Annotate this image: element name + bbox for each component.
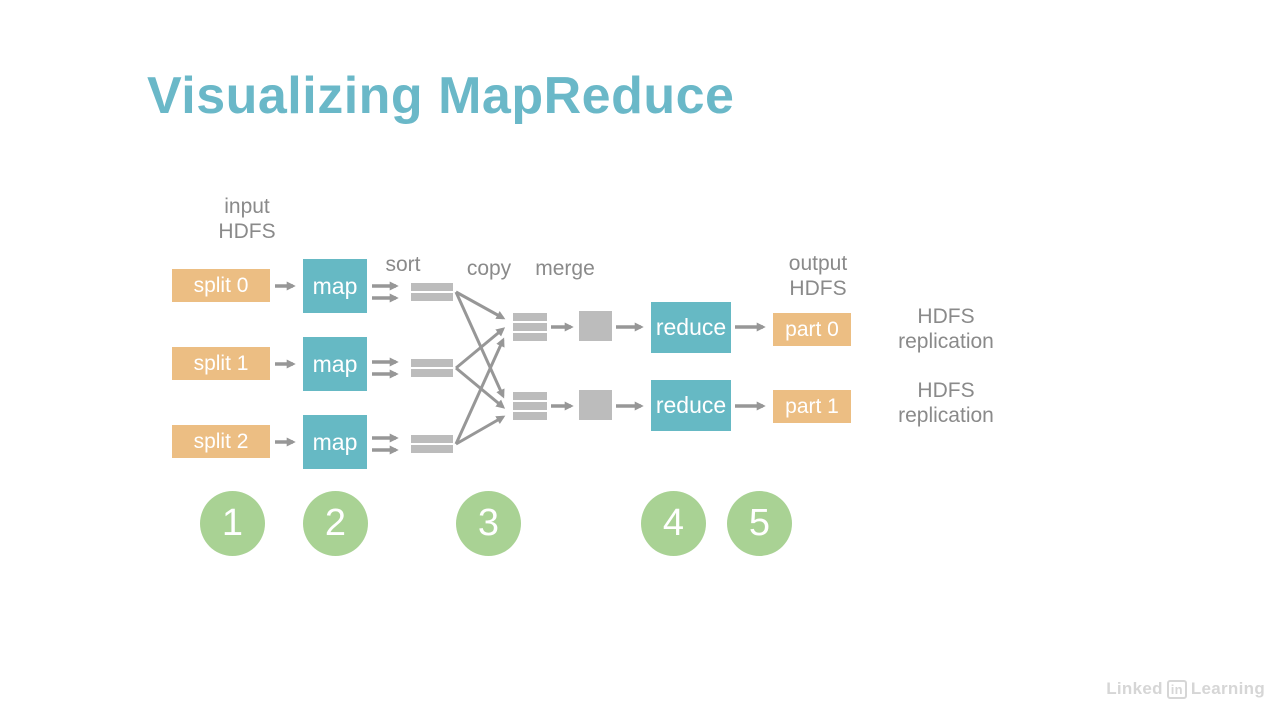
- reduce-0-box: reduce: [651, 302, 731, 353]
- merged-file-square-bottom: [579, 390, 612, 420]
- step-circle-4: 4: [641, 491, 706, 556]
- arrow-copy-s2-m0: [454, 337, 505, 445]
- data-bar: [513, 392, 547, 400]
- merged-file-square-top: [579, 311, 612, 341]
- step-circle-1: 1: [200, 491, 265, 556]
- page-title: Visualizing MapReduce: [147, 67, 735, 125]
- hdfs-replication-bottom-line2: replication: [898, 404, 994, 427]
- arrow-copy-s2-m1: [455, 415, 506, 446]
- step-circle-3: 3: [456, 491, 521, 556]
- hdfs-replication-top-line1: HDFS: [917, 305, 975, 328]
- arrow-copy-s0-m1: [454, 291, 505, 399]
- data-bar: [411, 293, 453, 301]
- map-0-box: map: [303, 259, 367, 313]
- merge-stack-bottom: [513, 392, 547, 420]
- arrow-copy-s1-m0: [455, 327, 506, 370]
- arrow-copy-s0-m0: [455, 290, 506, 320]
- data-bar: [411, 359, 453, 367]
- output-hdfs-line2: HDFS: [789, 277, 847, 300]
- hdfs-replication-label-bottom: HDFS replication: [891, 378, 1001, 428]
- input-hdfs-line2: HDFS: [218, 220, 276, 243]
- linkedin-in-icon: in: [1166, 679, 1187, 699]
- logo-linked-text: Linked: [1106, 679, 1163, 698]
- data-bar: [411, 435, 453, 443]
- data-bar: [411, 445, 453, 453]
- hdfs-replication-top-line2: replication: [898, 330, 994, 353]
- arrow-copy-s1-m1: [455, 366, 506, 409]
- linkedin-learning-logo: Linked in Learning: [1106, 679, 1265, 699]
- split-1-box: split 1: [172, 347, 270, 380]
- sort-label: sort: [385, 253, 421, 276]
- sort-stack-2: [411, 435, 453, 453]
- output-hdfs-line1: output: [788, 252, 848, 275]
- data-bar: [513, 313, 547, 321]
- map-2-box: map: [303, 415, 367, 469]
- sort-stack-0: [411, 283, 453, 301]
- data-bar: [513, 323, 547, 331]
- input-hdfs-label: input HDFS: [197, 194, 297, 244]
- data-bar: [513, 402, 547, 410]
- map-1-box: map: [303, 337, 367, 391]
- step-circle-5: 5: [727, 491, 792, 556]
- split-2-box: split 2: [172, 425, 270, 458]
- output-hdfs-label: output HDFS: [768, 251, 868, 301]
- hdfs-replication-label-top: HDFS replication: [891, 304, 1001, 354]
- merge-label: merge: [535, 257, 595, 280]
- data-bar: [513, 412, 547, 420]
- input-hdfs-line1: input: [224, 195, 270, 218]
- part-1-box: part 1: [773, 390, 851, 423]
- split-0-box: split 0: [172, 269, 270, 302]
- sort-stack-1: [411, 359, 453, 377]
- part-0-box: part 0: [773, 313, 851, 346]
- copy-label: copy: [466, 257, 512, 280]
- hdfs-replication-bottom-line1: HDFS: [917, 379, 975, 402]
- reduce-1-box: reduce: [651, 380, 731, 431]
- logo-learning-text: Learning: [1190, 679, 1265, 698]
- merge-stack-top: [513, 313, 547, 341]
- data-bar: [411, 369, 453, 377]
- data-bar: [411, 283, 453, 291]
- data-bar: [513, 333, 547, 341]
- step-circle-2: 2: [303, 491, 368, 556]
